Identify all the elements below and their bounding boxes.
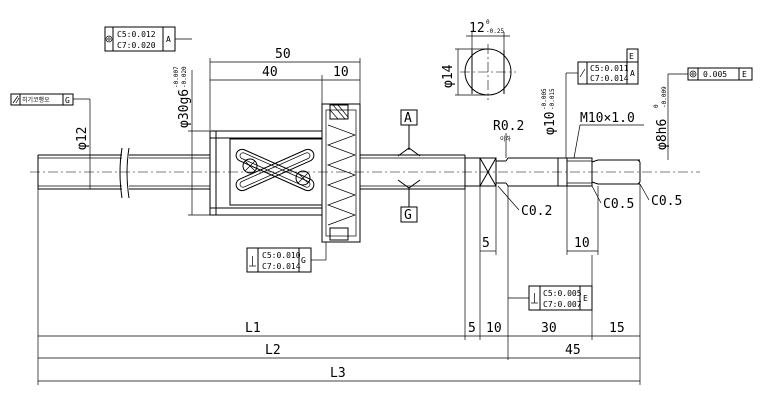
dim-phi10-tol2: -0.015	[549, 88, 556, 110]
tolerance-frame-straightness: 히기코행오 G	[10, 93, 91, 120]
bearing-seat	[465, 157, 558, 187]
dim-c05-end: C0.5	[651, 194, 682, 209]
dim-45: 45	[565, 343, 581, 358]
dim-r02: R0.2	[493, 119, 524, 134]
dim-10-thread: 10	[574, 236, 590, 251]
runout-icon	[579, 68, 586, 78]
thread-portion	[557, 157, 641, 187]
tolerance-frame-concentricity-e: 0.005 E	[667, 67, 753, 160]
dim-5-bearing: 5	[482, 236, 490, 251]
dim-key-width: 12	[469, 21, 485, 36]
right-annotations: R0.2 이하 φ10 -0.005 -0.015 M10×1.0 φ8h6 0…	[493, 86, 682, 219]
tf2-label: 히기코행오	[22, 96, 50, 104]
tf3-line2: C7:0.014	[590, 74, 629, 83]
tf1-line2: C7:0.020	[117, 41, 156, 50]
dim-phi30-tol2: -0.020	[181, 66, 188, 88]
tf6-ref: E	[583, 294, 588, 303]
dim-15: 15	[609, 321, 625, 336]
dim-m10: M10×1.0	[580, 111, 635, 126]
dim-phi30: φ30g6	[177, 89, 192, 128]
dim-c02: C0.2	[521, 204, 552, 219]
tf5-line2: C7:0.014	[262, 262, 301, 271]
dim-phi8: φ8h6	[655, 119, 670, 150]
dim-40: 40	[262, 65, 278, 80]
tolerance-frame-perp-e: C5:0.005 C7:0.007 E	[508, 285, 593, 311]
tf6-line2: C7:0.007	[543, 300, 582, 309]
dim-phi8-tol1: 0	[653, 104, 660, 108]
dim-phi14: φ14	[441, 64, 456, 88]
ball-nut	[209, 103, 361, 243]
total-runout-icon	[12, 95, 19, 104]
screw-shaft	[37, 147, 466, 199]
tf3-line1: C5:0.011	[590, 64, 629, 73]
tf2-ref: G	[65, 96, 70, 105]
dim-phi12: φ12	[75, 127, 90, 150]
tf4-value: 0.005	[703, 70, 727, 79]
dim-L1: L1	[245, 321, 261, 336]
dim-phi8-tol2: -0.009	[661, 86, 668, 108]
dim-L3: L3	[330, 366, 346, 381]
nut-dimensions: 50 40 10 φ30g6 -0.007 -0.020	[173, 47, 361, 216]
datum-e-top: E	[629, 52, 634, 61]
bottom-dimensions: L1 5 10 30 15 L2 45 L3	[37, 184, 641, 385]
tolerance-frame-perp-g: C5:0.010 C7:0.014 G	[246, 242, 327, 273]
shaft-dim: φ12	[75, 120, 91, 189]
tf3-ref: A	[630, 69, 635, 78]
tf4-ref: E	[742, 70, 747, 79]
tf5-ref: G	[301, 256, 306, 265]
dim-c05-thread: C0.5	[603, 197, 634, 212]
dim-key-width-tol: 0	[486, 19, 490, 26]
dim-10-bottom: 10	[486, 321, 502, 336]
tf6-line1: C5:0.005	[543, 289, 582, 298]
dim-10-flange: 10	[333, 65, 349, 80]
concentricity-icon	[105, 35, 113, 43]
local-dims: 5 10	[479, 186, 599, 255]
dim-key-width-tol2: -0.25	[486, 28, 504, 35]
dim-phi10: φ10	[543, 112, 558, 135]
dim-5-bottom: 5	[468, 321, 476, 336]
datum-markers: A G	[397, 109, 421, 223]
tf1-line1: C5:0.012	[117, 30, 156, 39]
dim-phi30-tol1: -0.007	[173, 66, 180, 88]
tf5-line1: C5:0.010	[262, 251, 301, 260]
dim-phi10-tol1: -0.005	[541, 88, 548, 110]
tf1-ref: A	[166, 35, 171, 44]
tolerance-frame-runout: E C5:0.011 C7:0.014 A	[565, 48, 639, 158]
dim-L2: L2	[265, 343, 281, 358]
keyway-section: 12 0 -0.25 φ14	[441, 19, 516, 100]
datum-g: G	[404, 208, 412, 223]
dim-30: 30	[541, 321, 557, 336]
tolerance-frame-concentricity: C5:0.012 C7:0.020 A	[104, 26, 192, 52]
datum-a: A	[404, 111, 412, 126]
dim-50: 50	[275, 47, 291, 62]
